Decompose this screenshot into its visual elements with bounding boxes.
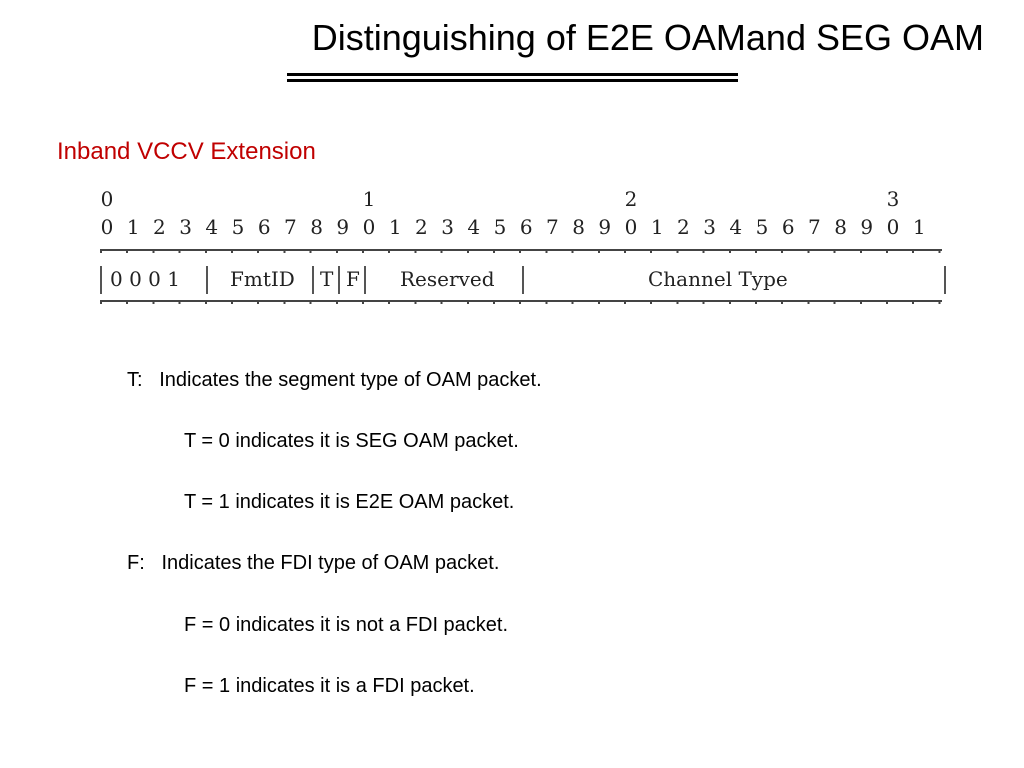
bit-position-label: 1 bbox=[912, 215, 926, 239]
bit-tens-label: 2 bbox=[624, 187, 638, 211]
ruler-top bbox=[100, 249, 942, 255]
field-t: T bbox=[320, 267, 334, 291]
bit-tens-label: 0 bbox=[100, 187, 114, 211]
ruler-bottom bbox=[100, 300, 942, 306]
bit-position-label: 4 bbox=[467, 215, 481, 239]
field-separator bbox=[944, 266, 946, 294]
bit-position-label: 9 bbox=[336, 215, 350, 239]
bit-position-label: 1 bbox=[126, 215, 140, 239]
bit-position-label: 6 bbox=[519, 215, 533, 239]
field-nibble: 0 0 0 1 bbox=[110, 267, 180, 291]
bit-position-label: 3 bbox=[179, 215, 192, 239]
bit-position-label: 7 bbox=[546, 215, 559, 239]
definition-f: F: Indicates the FDI type of OAM packet. bbox=[127, 552, 500, 574]
bit-position-label: 0 bbox=[624, 215, 638, 239]
bit-position-label: 5 bbox=[755, 215, 769, 239]
definition-t-zero: T = 0 indicates it is SEG OAM packet. bbox=[184, 430, 519, 452]
bit-position-label: 2 bbox=[415, 215, 428, 239]
definition-t: T: Indicates the segment type of OAM pac… bbox=[127, 369, 542, 391]
bit-position-label: 2 bbox=[153, 215, 166, 239]
title-underline bbox=[287, 73, 738, 82]
field-separator bbox=[338, 266, 340, 294]
bit-position-label: 3 bbox=[441, 215, 454, 239]
field-separator bbox=[312, 266, 314, 294]
field-separator bbox=[364, 266, 366, 294]
bit-tens-label: 3 bbox=[886, 187, 900, 211]
bit-position-label: 2 bbox=[677, 215, 690, 239]
field-channel-type: Channel Type bbox=[648, 267, 788, 291]
bit-tens-label: 1 bbox=[362, 187, 376, 211]
bit-position-label: 0 bbox=[100, 215, 114, 239]
definition-f-one: F = 1 indicates it is a FDI packet. bbox=[184, 675, 475, 697]
bit-position-label: 6 bbox=[781, 215, 795, 239]
slide-title: Distinguishing of E2E OAMand SEG OAM bbox=[311, 17, 984, 58]
definition-f-zero: F = 0 indicates it is not a FDI packet. bbox=[184, 614, 509, 636]
bit-position-label: 9 bbox=[598, 215, 612, 239]
bit-position-label: 9 bbox=[860, 215, 874, 239]
bit-position-label: 7 bbox=[808, 215, 821, 239]
field-separator bbox=[206, 266, 208, 294]
bit-position-label: 0 bbox=[886, 215, 900, 239]
bit-position-label: 1 bbox=[388, 215, 402, 239]
field-reserved: Reserved bbox=[400, 267, 495, 291]
bit-position-label: 4 bbox=[205, 215, 219, 239]
bit-position-label: 7 bbox=[284, 215, 297, 239]
bit-position-label: 4 bbox=[729, 215, 743, 239]
bit-position-label: 5 bbox=[493, 215, 507, 239]
section-subtitle: Inband VCCV Extension bbox=[57, 138, 316, 165]
bit-tens-row: 0 1 2 3 bbox=[92, 186, 962, 212]
bit-position-label: 8 bbox=[572, 215, 585, 239]
field-fmtid: FmtID bbox=[230, 267, 295, 291]
bit-position-label: 5 bbox=[231, 215, 245, 239]
header-fields-row: 0 0 0 1 FmtID T F Reserved Channel Type bbox=[92, 262, 962, 296]
field-separator bbox=[100, 266, 102, 294]
bit-position-label: 6 bbox=[257, 215, 271, 239]
bit-position-label: 3 bbox=[703, 215, 716, 239]
definition-t-one: T = 1 indicates it is E2E OAM packet. bbox=[184, 491, 515, 513]
field-f: F bbox=[346, 267, 360, 291]
bit-position-label: 0 bbox=[362, 215, 376, 239]
bit-position-label: 8 bbox=[310, 215, 323, 239]
title-underline-bottom bbox=[287, 79, 738, 82]
bit-position-label: 8 bbox=[834, 215, 847, 239]
title-underline-top bbox=[287, 73, 738, 76]
bit-position-label: 1 bbox=[650, 215, 664, 239]
field-separator bbox=[522, 266, 524, 294]
